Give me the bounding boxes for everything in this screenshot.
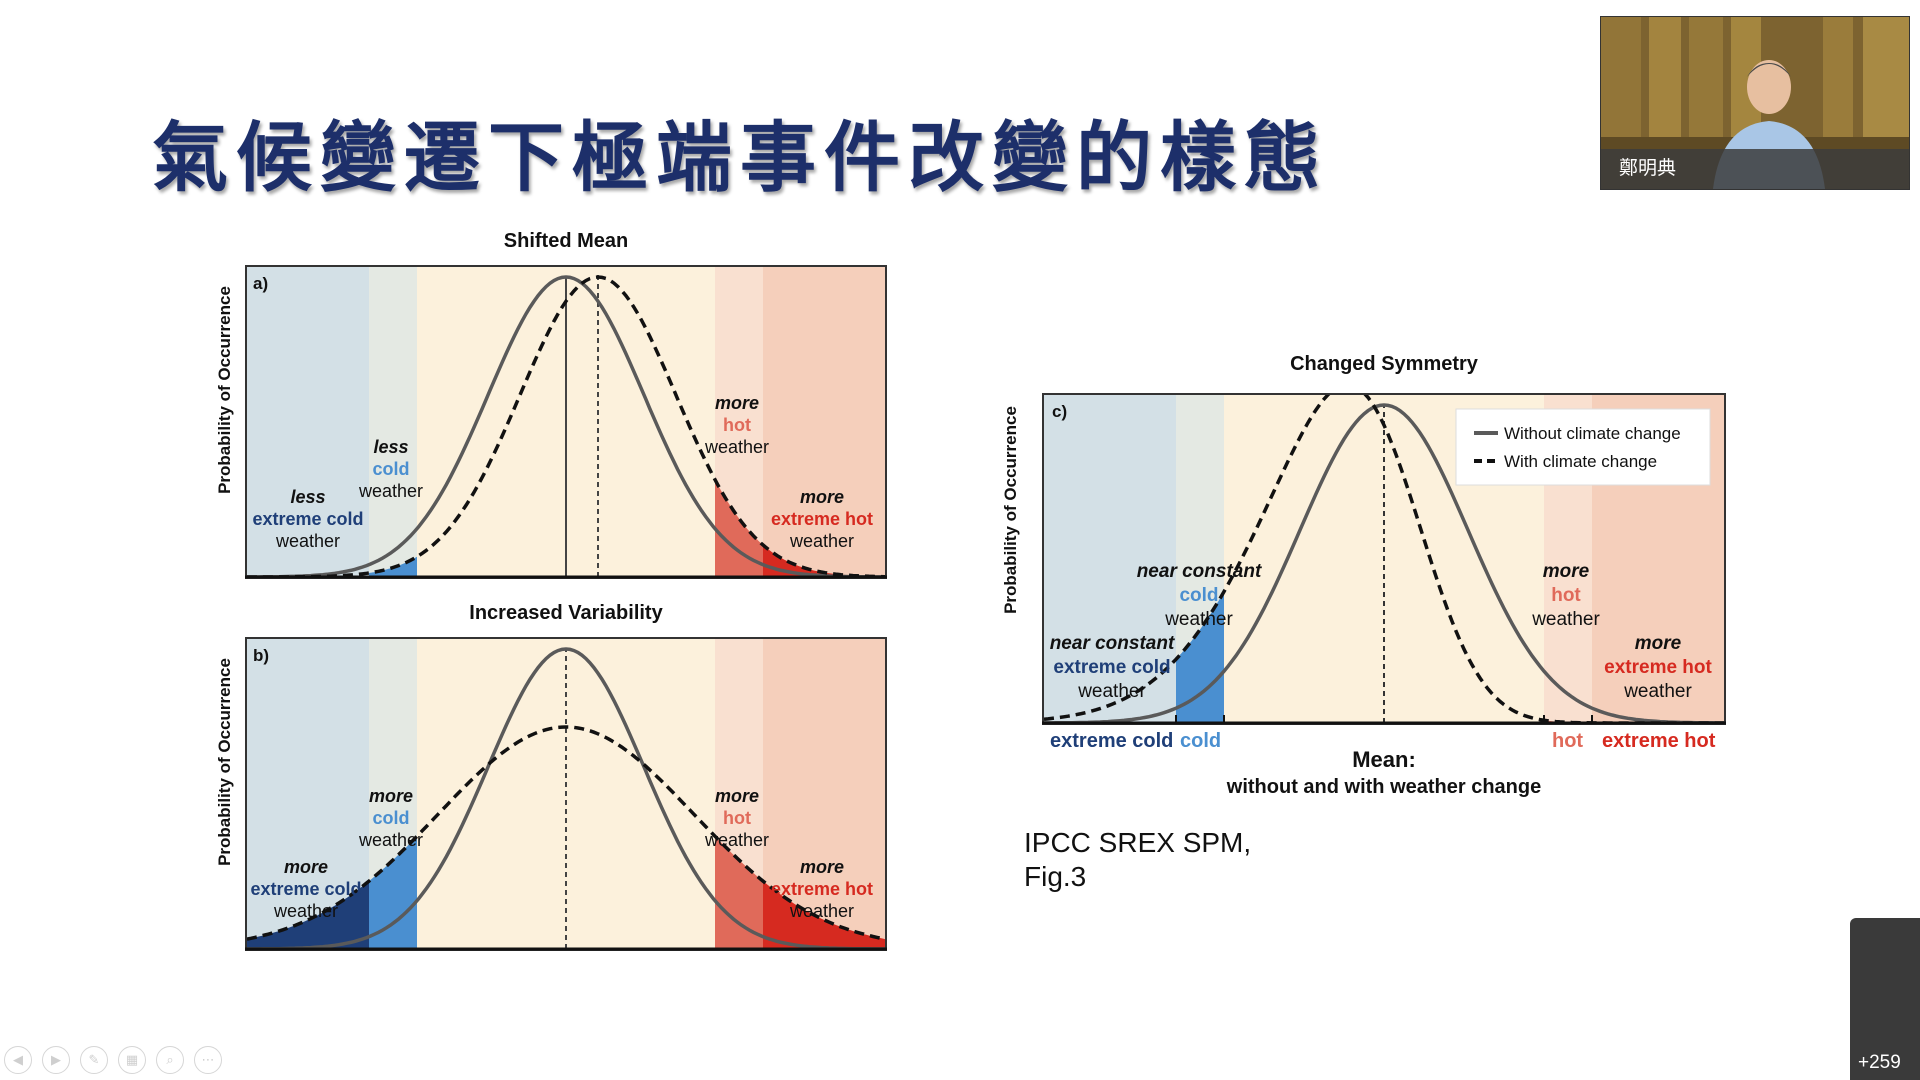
zoom-icon[interactable]: ⌕ (156, 1046, 184, 1074)
panel-c-label-right-extreme-2: weather (1623, 681, 1692, 702)
panel-b-label-right-hot-2: weather (704, 830, 769, 850)
panel-a-zone-cold (369, 265, 417, 579)
panel-b-label-right-extreme-2: weather (789, 901, 854, 921)
panel-c-letter: c) (1052, 402, 1067, 421)
panel-b-label-right-hot-0: more (715, 786, 759, 806)
panel-c-label-right-extreme-1: extreme hot (1604, 657, 1712, 678)
xtick-hot: hot (1552, 730, 1584, 752)
panel-b-label-right-hot-1: hot (723, 808, 751, 828)
panel-a-title: Shifted Mean (503, 230, 629, 252)
panel-b-curve-without (247, 647, 885, 951)
panel-c-label-right-extreme-0: more (1635, 633, 1682, 654)
panel-c-label-right-hot-2: weather (1531, 609, 1600, 630)
panel-a-label-left-extreme-1: extreme cold (252, 509, 363, 529)
panel-a-zone-extreme-cold (245, 265, 369, 579)
panel-c-label-left-extreme-1: extreme cold (1053, 657, 1170, 678)
panel-b-label-left-cold-2: weather (358, 830, 423, 850)
panel-c-zone-extreme-cold (1042, 393, 1176, 725)
panel-b-fill-cold (369, 836, 417, 949)
panel-a-label-right-extreme-0: more (800, 487, 844, 507)
source-line-2: Fig.3 (1024, 861, 1087, 892)
slides-grid-icon[interactable]: ▦ (118, 1046, 146, 1074)
panel-b-fill-extreme-cold (247, 881, 369, 949)
panel-b-label-left-cold-0: more (369, 786, 413, 806)
participants-panel[interactable] (1850, 918, 1920, 1080)
panel-c-fill-cold (1176, 591, 1224, 723)
more-options-icon[interactable]: ⋯ (194, 1046, 222, 1074)
participant-count[interactable]: +259 (1858, 1052, 1901, 1073)
source-citation: IPCC SREX SPM, Fig.3 (1024, 826, 1251, 894)
participant-name: 鄭明典 (1601, 149, 1909, 189)
panel-a-zone-extreme-hot (763, 265, 887, 579)
panel-b-label-left-extreme-2: weather (273, 901, 338, 921)
panel-a-label-right-extreme-2: weather (789, 531, 854, 551)
xtick-cold: cold (1180, 730, 1222, 752)
panel-c-label-right-hot-1: hot (1551, 585, 1581, 606)
panel-c-xlabel: Mean: without and with weather change (1042, 746, 1726, 800)
participant-video[interactable]: 鄭明典 (1600, 16, 1910, 190)
panel-c-label-left-extreme-2: weather (1077, 681, 1146, 702)
next-slide-icon[interactable]: ▶ (42, 1046, 70, 1074)
source-line-1: IPCC SREX SPM, (1024, 827, 1252, 858)
panel-b-label-left-cold-1: cold (372, 808, 409, 828)
xtick-extreme-hot: extreme hot (1602, 730, 1716, 752)
panel-c-legend-box (1455, 408, 1711, 486)
panel-b-label-left-extreme-1: extreme cold (250, 879, 361, 899)
panel-b-label-left-extreme-0: more (284, 857, 328, 877)
slide-title: 氣候變遷下極端事件改變的樣態 (152, 113, 1328, 202)
panel-a-label-right-hot-2: weather (704, 437, 769, 457)
panel-a-letter: a) (253, 274, 268, 293)
panel-a-fill-hot (715, 479, 763, 577)
panel-b-label-right-extreme-0: more (800, 857, 844, 877)
prev-slide-icon[interactable]: ◀ (4, 1046, 32, 1074)
legend-label-with: With climate change (1504, 452, 1657, 471)
panel-c-curve-without (1044, 403, 1724, 725)
panel-a-label-left-extreme-0: less (290, 487, 325, 507)
panel-a-label-right-hot-0: more (715, 393, 759, 413)
panel-a-label-right-hot-1: hot (723, 415, 751, 435)
panel-c-label-left-cold-1: cold (1179, 585, 1218, 606)
panel-b-curve-with (246, 725, 886, 941)
panel-c-xtick-row: extreme cold cold hot extreme hot (1042, 730, 1732, 756)
panel-a-label-left-cold-1: cold (372, 459, 409, 479)
panel-a-label-left-extreme-2: weather (275, 531, 340, 551)
panel-c-title: Changed Symmetry (1290, 353, 1478, 375)
panel-b-title: Increased Variability (469, 602, 663, 624)
panel-a-fill-extreme-hot (763, 545, 885, 577)
legend-label-without: Without climate change (1504, 424, 1681, 443)
panel-a-curve-without (247, 275, 885, 579)
panel-a-ylabel: Probability of Occurrence (215, 286, 234, 494)
pen-icon[interactable]: ✎ (80, 1046, 108, 1074)
panel-b-letter: b) (253, 646, 269, 665)
xlabel-line-2: without and with weather change (1226, 776, 1542, 798)
panel-c-label-left-cold-2: weather (1164, 609, 1233, 630)
xtick-extreme-cold: extreme cold (1050, 730, 1174, 752)
panel-a-label-left-cold-0: less (373, 437, 408, 457)
panel-c-label-right-hot-0: more (1543, 561, 1590, 582)
panel-c-label-left-extreme-0: near constant (1050, 633, 1175, 654)
panel-b-label-right-extreme-1: extreme hot (771, 879, 873, 899)
xlabel-line-1: Mean: (1352, 747, 1416, 772)
panel-c-label-left-cold-0: near constant (1137, 561, 1262, 582)
panel-a-curve-with (247, 275, 886, 579)
panel-b-fill-hot (715, 836, 763, 949)
slide-nav-toolbar: ◀ ▶ ✎ ▦ ⌕ ⋯ (4, 1046, 222, 1074)
panel-b-ylabel: Probability of Occurrence (215, 658, 234, 866)
panel-a-label-right-extreme-1: extreme hot (771, 509, 873, 529)
panel-c-ylabel: Probability of Occurrence (1001, 406, 1020, 614)
panel-a-label-left-cold-2: weather (358, 481, 423, 501)
